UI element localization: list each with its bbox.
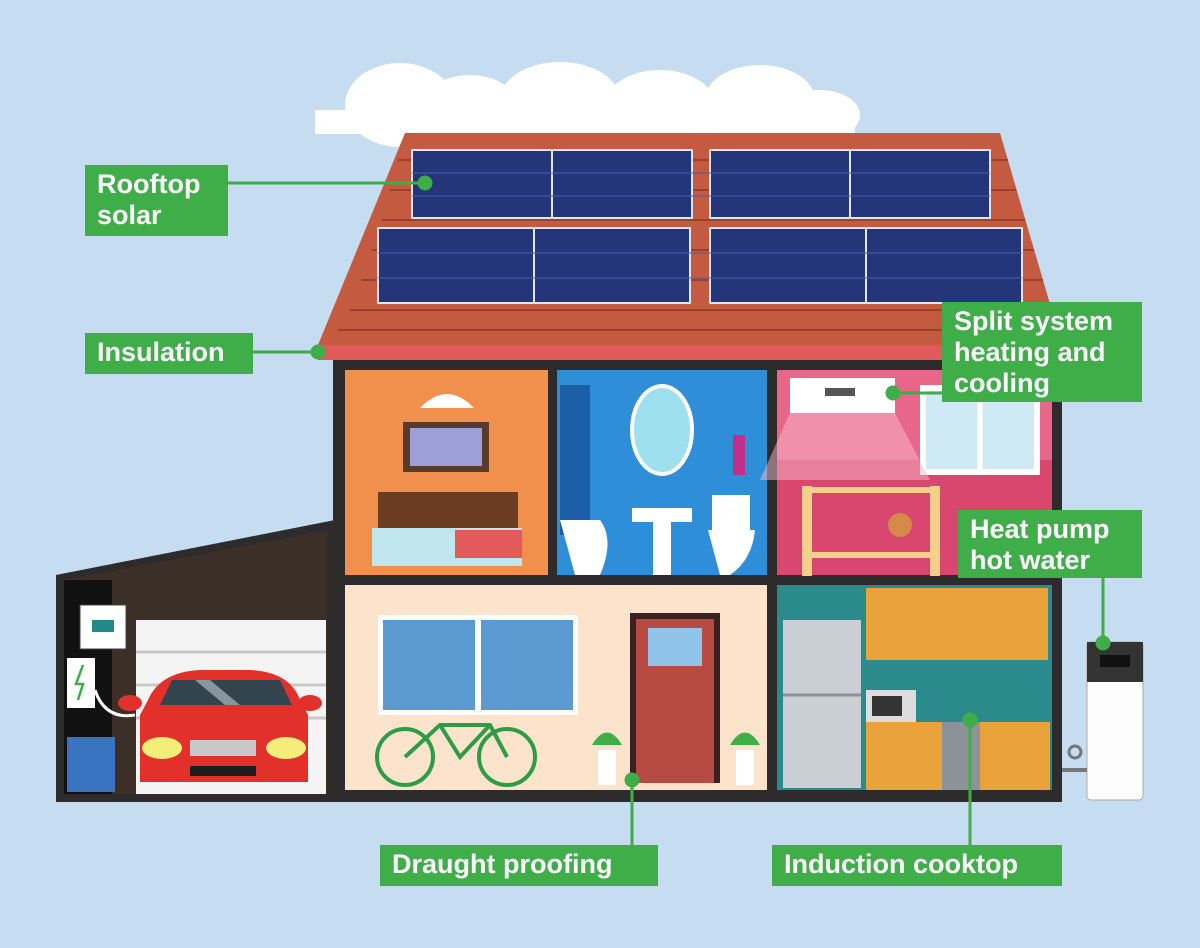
bedroom xyxy=(345,370,548,575)
bin xyxy=(67,737,115,792)
label-split-system: Split system heating and cooling xyxy=(942,302,1142,402)
leader-lines xyxy=(228,175,1111,845)
label-rooftop-solar: Rooftop solar xyxy=(85,165,228,236)
label-heat-pump: Heat pump hot water xyxy=(958,510,1142,578)
living-room xyxy=(345,585,767,790)
insulation-strip xyxy=(318,345,1062,360)
heat-pump-unit xyxy=(1062,641,1144,801)
label-draught-proofing: Draught proofing xyxy=(380,845,658,886)
garage xyxy=(56,520,335,802)
bathroom xyxy=(557,370,767,575)
car xyxy=(118,670,322,782)
label-insulation: Insulation xyxy=(85,333,253,374)
lightning-icon xyxy=(74,664,85,701)
solar-panels xyxy=(377,149,1023,304)
cloud xyxy=(315,62,860,147)
label-induction-cooktop: Induction cooktop xyxy=(772,845,1062,886)
bicycle xyxy=(375,723,537,787)
kitchen xyxy=(777,585,1052,790)
